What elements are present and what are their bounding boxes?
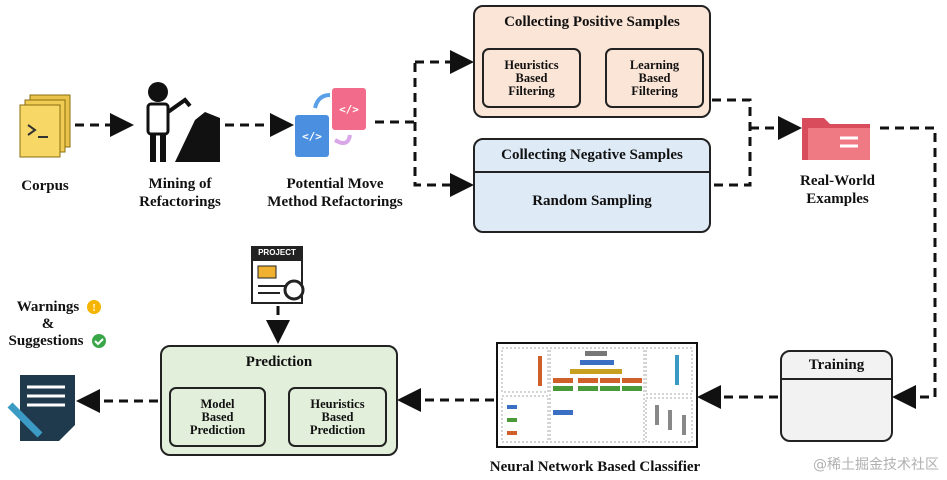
watermark: @稀土掘金技术社区 — [813, 457, 939, 473]
corpus-icon — [19, 94, 71, 158]
negative-samples-box: Collecting Negative Samples Random Sampl… — [473, 138, 711, 233]
arrow-to-negative — [413, 122, 474, 197]
corpus-label: Corpus — [21, 178, 69, 194]
random-sampling-label: Random Sampling — [532, 193, 652, 209]
suggestions-label: Suggestions — [8, 333, 84, 349]
check-icon — [92, 334, 106, 348]
mining-label-line1: Mining of — [148, 176, 212, 192]
project-icon-text: PROJECT — [258, 248, 296, 257]
svg-text:</>: </> — [339, 103, 359, 116]
divider — [782, 378, 891, 380]
potential-label-line1: Potential Move — [286, 176, 384, 192]
miner-icon — [146, 82, 220, 162]
training-box: Training — [780, 350, 893, 442]
line-positive-merge — [712, 98, 752, 187]
svg-text:!: ! — [92, 303, 95, 314]
prediction-title: Prediction — [245, 354, 313, 370]
document-edit-icon — [7, 375, 75, 441]
mining-label-line2: Refactorings — [139, 194, 221, 210]
code-files-icon: </> </> — [295, 88, 366, 157]
classifier-label: Neural Network Based Classifier — [489, 459, 701, 475]
positive-title: Collecting Positive Samples — [504, 14, 680, 30]
warning-icon — [87, 300, 101, 314]
potential-label: Potential Move Method Refactorings — [260, 175, 410, 211]
neural-network-figure — [496, 342, 698, 448]
line-potential-split — [375, 62, 417, 124]
training-title: Training — [808, 357, 865, 373]
svg-text:</>: </> — [302, 130, 322, 143]
ampersand: & — [41, 316, 55, 332]
folder-icon — [802, 118, 870, 160]
project-icon — [251, 246, 305, 304]
mining-label: Mining of Refactorings — [125, 175, 235, 211]
warnings-label: Warnings — [16, 299, 80, 315]
potential-label-line2: Method Refactorings — [267, 194, 403, 210]
negative-title: Collecting Negative Samples — [501, 147, 683, 163]
divider — [475, 171, 709, 173]
